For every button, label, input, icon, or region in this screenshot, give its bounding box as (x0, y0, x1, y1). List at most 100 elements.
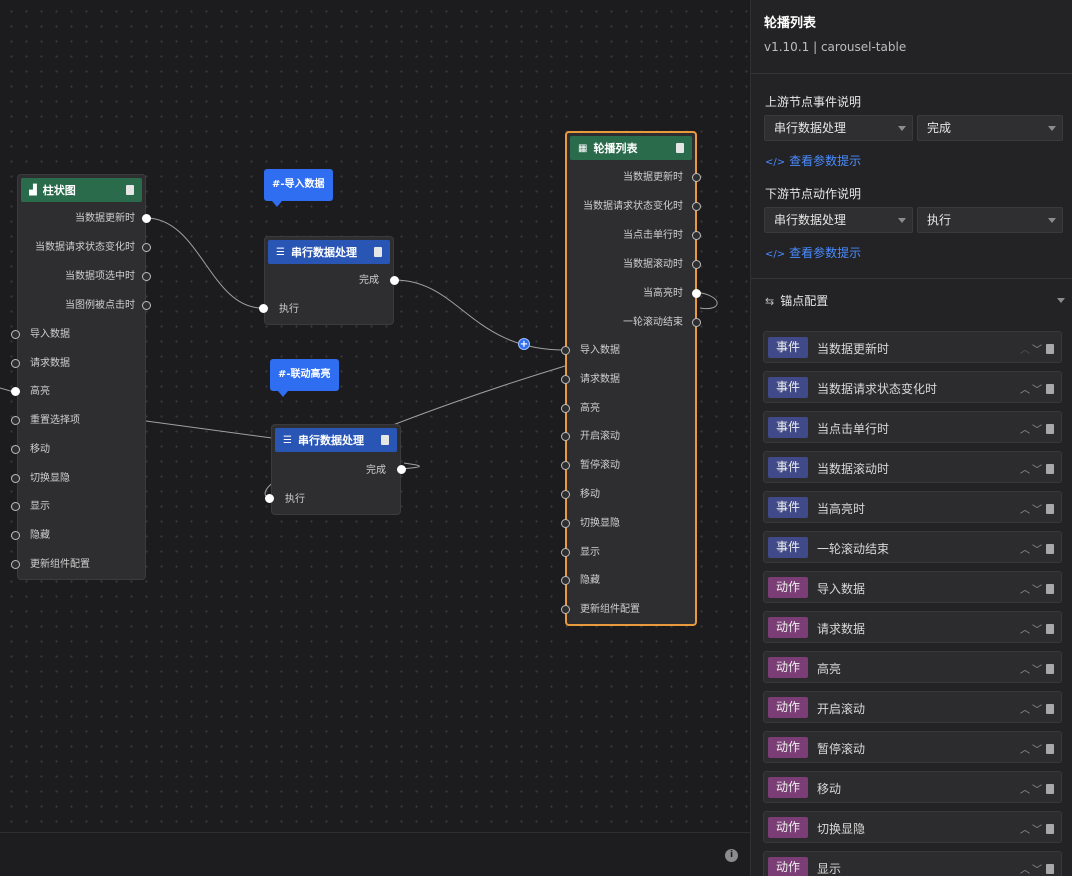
chevron-up-icon[interactable]: ︿ (1020, 465, 1032, 476)
chevron-down-icon[interactable]: ﹀ (1032, 745, 1044, 756)
document-icon[interactable] (1046, 544, 1054, 554)
document-icon[interactable] (1046, 824, 1054, 834)
anchor-row[interactable]: 动作切换显隐︿﹀ (763, 811, 1062, 843)
anchor-row[interactable]: 动作移动︿﹀ (763, 771, 1062, 803)
chevron-up-icon[interactable]: ︿ (1020, 665, 1032, 676)
chevron-up-icon[interactable]: ︿ (1020, 625, 1032, 636)
carousel-input-port[interactable] (561, 346, 570, 355)
document-icon[interactable] (126, 185, 134, 195)
add-connection-icon[interactable]: + (518, 338, 530, 350)
document-icon[interactable] (1046, 664, 1054, 674)
chevron-down-icon[interactable]: ﹀ (1032, 665, 1044, 676)
chevron-down-icon[interactable]: ﹀ (1032, 545, 1044, 556)
serial-node-2-output-port[interactable] (397, 465, 406, 474)
chevron-down-icon[interactable]: ﹀ (1032, 385, 1044, 396)
document-icon[interactable] (1046, 424, 1054, 434)
document-icon[interactable] (1046, 344, 1054, 354)
tag-import-data[interactable]: #-导入数据 (264, 169, 333, 207)
anchor-row[interactable]: 动作暂停滚动︿﹀ (763, 731, 1062, 763)
chevron-up-icon[interactable]: ︿ (1020, 425, 1032, 436)
upstream-param-hint-link[interactable]: </>查看参数提示 (765, 152, 861, 169)
anchor-row[interactable]: 动作高亮︿﹀ (763, 651, 1062, 683)
serial-node-1-header[interactable]: ☰ 串行数据处理 (268, 240, 390, 264)
document-icon[interactable] (1046, 584, 1054, 594)
serial-node-1-input-port[interactable] (259, 304, 268, 313)
carousel-input-port[interactable] (561, 547, 570, 557)
tag-linked-highlight[interactable]: #-联动高亮 (270, 359, 339, 397)
carousel-input-port[interactable] (561, 461, 570, 471)
serial-node-1-output-port[interactable] (390, 276, 399, 285)
anchor-row[interactable]: 动作开启滚动︿﹀ (763, 691, 1062, 723)
chevron-down-icon[interactable]: ﹀ (1032, 585, 1044, 596)
carousel-node-header[interactable]: ▦ 轮播列表 (570, 136, 692, 160)
chevron-down-icon[interactable]: ﹀ (1032, 465, 1044, 476)
document-icon[interactable] (1046, 504, 1054, 514)
chevron-up-icon[interactable]: ︿ (1020, 865, 1032, 876)
document-icon[interactable] (676, 143, 684, 153)
bar-node-output-port[interactable] (142, 214, 151, 223)
carousel-input-port[interactable] (561, 374, 570, 384)
downstream-param-hint-link[interactable]: </>查看参数提示 (765, 244, 861, 261)
bar-node-output-port[interactable] (142, 272, 151, 281)
anchor-config-header[interactable]: ⇆锚点配置 (765, 292, 828, 309)
document-icon[interactable] (1046, 864, 1054, 874)
bar-node-output-port[interactable] (142, 243, 151, 252)
carousel-output-port[interactable] (692, 318, 701, 327)
anchor-row[interactable]: 事件当数据请求状态变化时︿﹀ (763, 371, 1062, 403)
bar-chart-node-header[interactable]: ▟ 柱状图 (21, 178, 142, 202)
chevron-up-icon[interactable]: ︿ (1020, 385, 1032, 396)
anchor-row[interactable]: 事件当点击单行时︿﹀ (763, 411, 1062, 443)
bar-node-input-port[interactable] (11, 530, 20, 540)
carousel-input-port[interactable] (561, 576, 570, 586)
bar-chart-node[interactable]: ▟ 柱状图 (17, 174, 146, 580)
anchor-row[interactable]: 事件当高亮时︿﹀ (763, 491, 1062, 523)
chevron-up-icon[interactable]: ︿ (1020, 745, 1032, 756)
carousel-input-port[interactable] (561, 403, 570, 413)
bar-node-input-port[interactable] (11, 473, 20, 483)
chevron-down-icon[interactable]: ﹀ (1032, 625, 1044, 636)
chevron-down-icon[interactable] (1057, 298, 1065, 303)
chevron-down-icon[interactable]: ﹀ (1032, 705, 1044, 716)
carousel-input-port[interactable] (561, 518, 570, 528)
upstream-event-select[interactable]: 完成 (917, 115, 1063, 141)
anchor-row[interactable]: 事件当数据更新时︿﹀ (763, 331, 1062, 363)
carousel-input-port[interactable] (561, 605, 570, 615)
anchor-row[interactable]: 动作显示︿﹀ (763, 851, 1062, 876)
bar-node-input-port[interactable] (11, 502, 20, 512)
document-icon[interactable] (1046, 744, 1054, 754)
chevron-down-icon[interactable]: ﹀ (1032, 345, 1044, 356)
chevron-up-icon[interactable]: ︿ (1020, 585, 1032, 596)
document-icon[interactable] (1046, 624, 1054, 634)
bar-node-input-port[interactable] (11, 387, 20, 397)
bar-node-input-port[interactable] (11, 358, 20, 368)
document-icon[interactable] (381, 435, 389, 445)
carousel-input-port[interactable] (561, 432, 570, 442)
bar-node-input-port[interactable] (11, 559, 20, 569)
flow-canvas[interactable]: ▟ 柱状图 #-导入数据 #-联动高亮 ☰ 串行数据处理 完成 执行 ☰ 串行数… (0, 0, 750, 832)
serial-node-2-header[interactable]: ☰ 串行数据处理 (275, 428, 397, 452)
document-icon[interactable] (1046, 384, 1054, 394)
anchor-row[interactable]: 事件当数据滚动时︿﹀ (763, 451, 1062, 483)
chevron-down-icon[interactable]: ﹀ (1032, 425, 1044, 436)
carousel-output-port[interactable] (692, 173, 701, 182)
carousel-output-port[interactable] (692, 202, 701, 211)
chevron-up-icon[interactable]: ︿ (1020, 505, 1032, 516)
chevron-down-icon[interactable]: ﹀ (1032, 785, 1044, 796)
carousel-output-port[interactable] (692, 289, 701, 298)
document-icon[interactable] (374, 247, 382, 257)
chevron-up-icon[interactable]: ︿ (1020, 705, 1032, 716)
anchor-row[interactable]: 事件一轮滚动结束︿﹀ (763, 531, 1062, 563)
chevron-down-icon[interactable]: ﹀ (1032, 505, 1044, 516)
chevron-up-icon[interactable]: ︿ (1020, 345, 1032, 356)
bar-node-input-port[interactable] (11, 330, 20, 339)
carousel-input-port[interactable] (561, 490, 570, 499)
bar-node-input-port[interactable] (11, 416, 20, 426)
chevron-up-icon[interactable]: ︿ (1020, 545, 1032, 556)
bar-node-output-port[interactable] (142, 301, 151, 310)
document-icon[interactable] (1046, 704, 1054, 714)
anchor-row[interactable]: 动作导入数据︿﹀ (763, 571, 1062, 603)
downstream-node-select[interactable]: 串行数据处理 (764, 207, 913, 233)
document-icon[interactable] (1046, 464, 1054, 474)
upstream-node-select[interactable]: 串行数据处理 (764, 115, 913, 141)
bar-node-input-port[interactable] (11, 444, 20, 454)
